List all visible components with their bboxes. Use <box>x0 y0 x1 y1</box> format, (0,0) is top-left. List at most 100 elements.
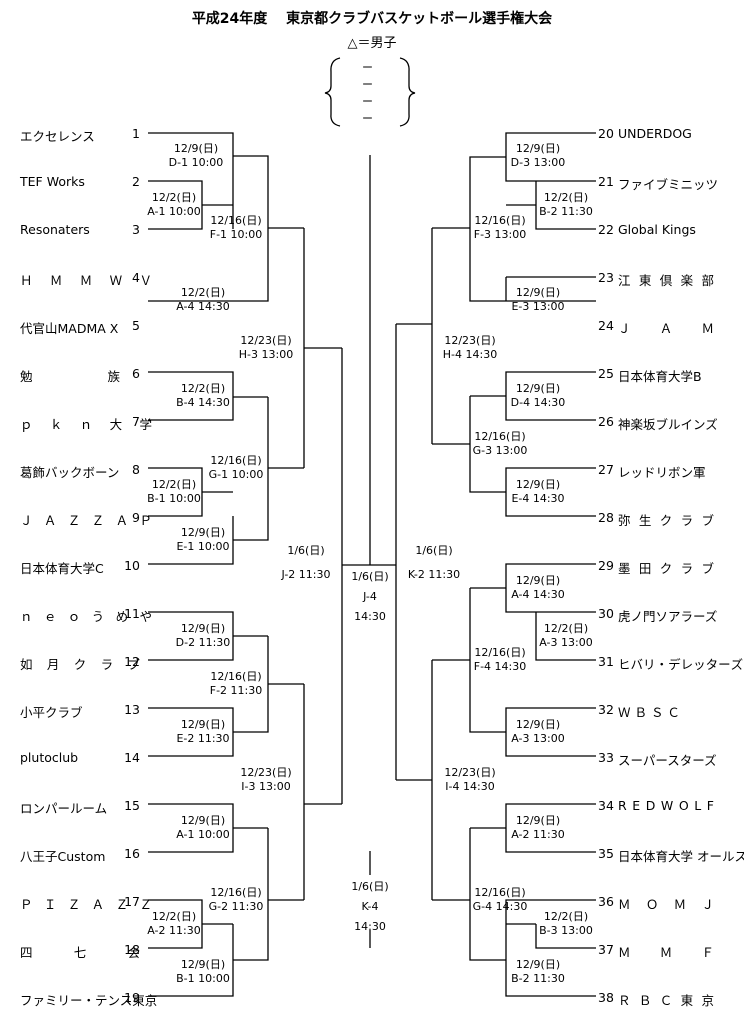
name-char: ｅ <box>43 609 57 624</box>
name-char: ク <box>73 657 87 672</box>
match-code: E-2 11:30 <box>176 732 230 745</box>
team-name: Resonaters <box>20 222 90 237</box>
match-date: 12/9(日) <box>515 286 561 299</box>
name-char: O <box>678 798 689 813</box>
team-number: 21 <box>598 174 614 189</box>
match-date: 12/2(日) <box>151 478 197 491</box>
final-j4: 1/6(日) J-4 14:30 <box>344 570 396 624</box>
match-code: K-2 11:30 <box>407 568 461 581</box>
name-char: ズ <box>730 657 744 672</box>
name-char: ブ <box>701 513 714 528</box>
name-char: ｎ <box>79 417 93 432</box>
match-label: 12/2(日)A-1 10:00 <box>140 191 208 219</box>
match-label: 12/16(日)F-3 13:00 <box>466 214 534 242</box>
name-char: Ｉ <box>43 897 57 912</box>
team-number: 4 <box>132 270 140 285</box>
team-number: 9 <box>132 510 140 525</box>
name-char: 部 <box>701 273 714 288</box>
match-label: 12/9(日)B-1 10:00 <box>169 958 237 986</box>
match-date: 12/9(日) <box>180 526 226 539</box>
team-name: ヒバリ・デレッターズ <box>618 654 743 673</box>
team-name: 四七会 <box>20 942 140 961</box>
match-date: 12/23(日) <box>444 334 496 347</box>
match-date: 12/23(日) <box>240 334 292 347</box>
match-code: B-2 11:30 <box>511 972 565 985</box>
team-number: 17 <box>124 894 140 909</box>
match-date: 12/9(日) <box>515 718 561 731</box>
match-label: 12/23(日)I-3 13:00 <box>232 766 300 794</box>
name-char: E <box>632 798 641 813</box>
match-code: A-4 14:30 <box>511 588 565 601</box>
name-char: ク <box>659 561 673 576</box>
match-date: 12/9(日) <box>515 958 561 971</box>
team-number: 18 <box>124 942 140 957</box>
name-char: Ｏ <box>645 897 659 912</box>
name-char: W <box>660 798 674 813</box>
final-date: 1/6(日) <box>351 880 389 893</box>
match-label: 12/2(日)A-2 11:30 <box>140 910 208 938</box>
final-code: J-4 <box>363 590 377 603</box>
match-code: I-3 13:00 <box>241 780 291 793</box>
match-date: 12/9(日) <box>180 814 226 827</box>
match-label: 12/9(日)D-4 14:30 <box>504 382 572 410</box>
match-date: 12/16(日) <box>210 886 262 899</box>
team-number: 8 <box>132 462 140 477</box>
match-date: 12/2(日) <box>180 286 226 299</box>
name-char: 楽 <box>680 273 694 288</box>
match-label: 12/16(日)G-3 13:00 <box>466 430 534 458</box>
team-number: 14 <box>124 750 140 765</box>
match-date: 12/16(日) <box>474 430 526 443</box>
match-label: 12/2(日)B-4 14:30 <box>169 382 237 410</box>
name-char: 如 <box>20 657 33 672</box>
name-char: 墨 <box>618 561 631 576</box>
name-char: Ｚ <box>91 513 105 528</box>
team-number: 26 <box>598 414 614 429</box>
match-code: D-1 10:00 <box>168 156 224 169</box>
team-name: 日本体育大学C <box>20 561 104 576</box>
name-char: ラ <box>680 561 694 576</box>
match-date: 1/6(日) <box>415 544 453 557</box>
blank-mark: ー <box>362 78 373 91</box>
team-number: 6 <box>132 366 140 381</box>
team-name: TEF Works <box>20 174 85 189</box>
team-number: 37 <box>598 942 614 957</box>
final-code: K-4 <box>361 900 379 913</box>
match-label: 12/9(日)A-1 10:00 <box>169 814 237 842</box>
match-date: 12/9(日) <box>515 814 561 827</box>
team-number: 28 <box>598 510 614 525</box>
match-code: E-1 10:00 <box>176 540 230 553</box>
match-date: 1/6(日) <box>287 544 325 557</box>
match-code: H-3 13:00 <box>238 348 294 361</box>
match-code: B-1 10:00 <box>176 972 230 985</box>
team-number: 12 <box>124 654 140 669</box>
team-number: 34 <box>598 798 614 813</box>
final-date: 1/6(日) <box>351 570 389 583</box>
name-char: 勉 <box>20 369 33 384</box>
name-char: Ａ <box>43 513 57 528</box>
name-char: Ｚ <box>139 897 152 912</box>
name-char: ｏ <box>67 609 81 624</box>
name-char: ブ <box>127 657 140 672</box>
name-char: 東 <box>680 993 694 1008</box>
match-code: D-4 14:30 <box>510 396 566 409</box>
team-name: エクセレンス <box>20 129 95 144</box>
final-k4: 1/6(日) K-4 14:30 <box>344 880 396 934</box>
match-date: 12/2(日) <box>151 191 197 204</box>
team-number: 11 <box>124 606 140 621</box>
team-name: ロンパールーム <box>20 801 108 816</box>
name-char: リ <box>643 657 656 672</box>
team-number: 38 <box>598 990 614 1005</box>
match-code: E-3 13:00 <box>511 300 565 313</box>
name-char: タ <box>705 657 719 672</box>
name-char: 七 <box>73 945 87 960</box>
page-title: 平成24年度 東京都クラブバスケットボール選手権大会 <box>191 11 553 27</box>
name-char: Ｂ <box>638 993 652 1008</box>
name-char: う <box>91 609 105 624</box>
team-name: Global Kings <box>618 222 696 237</box>
match-date: 12/2(日) <box>151 910 197 923</box>
name-char: Ｐ <box>139 513 152 528</box>
name-char: Ｍ <box>673 897 687 912</box>
team-name: 江東倶楽部 <box>618 270 714 289</box>
